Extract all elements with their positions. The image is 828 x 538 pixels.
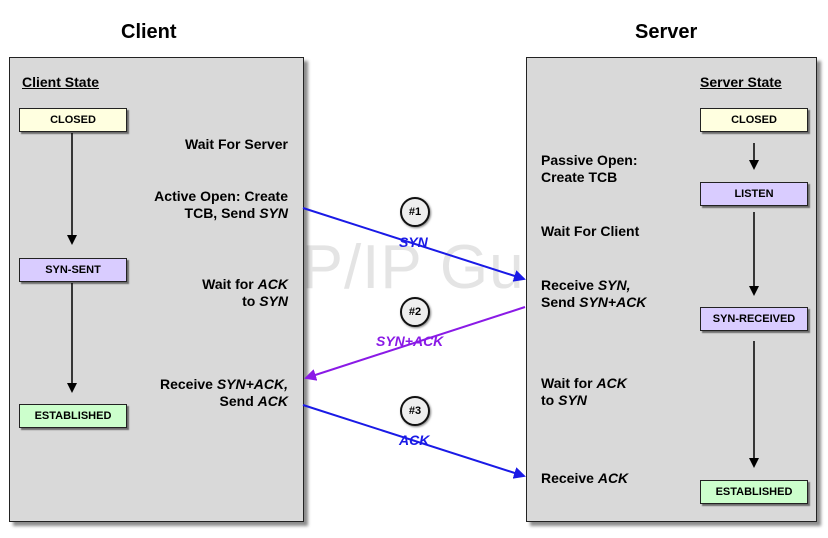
server-passive-open-line-1: Passive Open:	[541, 152, 638, 168]
client-receive-synack-line-1: Receive SYN+ACK,	[159, 376, 288, 392]
message-1-badge: #1	[400, 197, 430, 227]
server-panel	[526, 57, 817, 522]
server-passive-open-line-2: Create TCB	[541, 169, 618, 185]
server-state-established: ESTABLISHED	[700, 480, 808, 504]
server-state-header: Server State	[700, 74, 782, 90]
server-receive-ack: Receive ACK	[541, 470, 629, 486]
client-state-established: ESTABLISHED	[19, 404, 127, 428]
client-receive-synack: Receive SYN+ACK, Send ACK	[160, 376, 288, 410]
message-3-badge: #3	[400, 396, 430, 426]
server-wait-ack-line-2: to SYN	[541, 392, 587, 408]
server-passive-open: Passive Open: Create TCB	[541, 152, 638, 186]
client-active-open-line-1: Active Open: Create	[154, 188, 288, 204]
message-3-label: ACK	[399, 432, 430, 448]
synack-message-arrow	[304, 306, 526, 381]
server-receive-syn: Receive SYN, Send SYN+ACK	[541, 277, 646, 311]
server-wait-ack-line-1: Wait for ACK	[541, 375, 627, 391]
server-receive-syn-line-2: Send SYN+ACK	[541, 294, 647, 310]
client-state-header: Client State	[22, 74, 100, 90]
message-2-badge: #2	[400, 297, 430, 327]
client-panel	[9, 57, 304, 522]
message-2-label: SYN+ACK	[376, 333, 444, 349]
client-active-open-line-2: TCB, Send SYN	[184, 205, 288, 221]
message-1-label: SYN	[399, 234, 428, 250]
client-title: Client	[121, 21, 177, 43]
server-state-syn-received: SYN-RECEIVED	[700, 307, 808, 331]
syn-message-arrow	[302, 207, 526, 282]
server-wait-client: Wait For Client	[541, 223, 640, 239]
client-active-open: Active Open: Create TCB, Send SYN	[154, 188, 288, 222]
client-state-syn-sent: SYN-SENT	[19, 258, 127, 282]
server-state-listen: LISTEN	[700, 182, 808, 206]
client-wait-ack-line-2: to SYN	[242, 293, 288, 309]
client-state-closed: CLOSED	[19, 108, 127, 132]
client-wait-ack: Wait for ACK to SYN	[202, 276, 288, 310]
server-title: Server	[635, 21, 698, 43]
server-wait-ack: Wait for ACK to SYN	[541, 375, 627, 409]
client-wait-server: Wait For Server	[185, 136, 288, 152]
client-wait-ack-line-1: Wait for ACK	[202, 276, 288, 292]
server-receive-syn-line-1: Receive SYN,	[541, 277, 631, 293]
server-state-closed: CLOSED	[700, 108, 808, 132]
client-receive-synack-line-2: Send ACK	[219, 393, 288, 409]
ack-message-arrow	[302, 404, 526, 479]
